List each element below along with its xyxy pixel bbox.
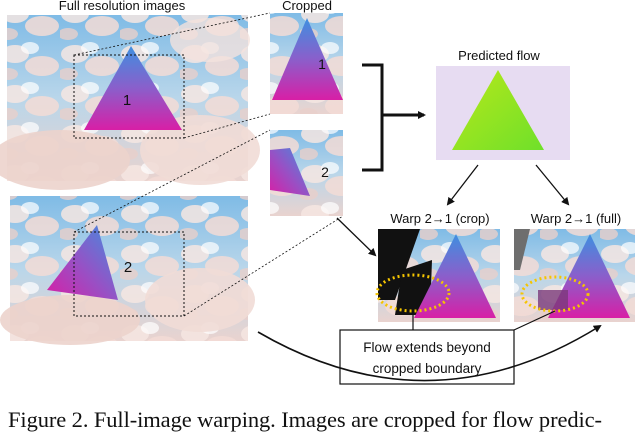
cropped-1-number: 1 — [318, 56, 326, 72]
arrow-crop2-to-warp — [336, 217, 377, 257]
warp-crop-image — [375, 229, 500, 322]
cropped-image-1: 1 — [270, 13, 343, 114]
crop-connector-2b — [183, 215, 344, 317]
crop-connector-2a — [73, 129, 271, 233]
full-image-1: 1 — [0, 15, 260, 190]
warp-full-image — [514, 229, 635, 322]
predicted-flow-image — [436, 66, 570, 160]
callout-line-1: Flow extends beyond — [363, 340, 491, 355]
triangle-2 — [47, 225, 118, 300]
cropped-2-number: 2 — [321, 164, 329, 180]
triangle-2-number: 2 — [124, 259, 132, 276]
triangle-1 — [84, 46, 182, 130]
callout-leader-right — [513, 310, 556, 331]
triangle-1-number: 1 — [123, 92, 131, 109]
predicted-flow-label: Predicted flow — [458, 48, 540, 63]
arrow-to-warp-crop — [446, 164, 479, 206]
full-resolution-label: Full resolution images — [59, 0, 186, 13]
cropped-label: Cropped — [282, 0, 332, 13]
curved-arrow — [257, 324, 602, 382]
crop-connector-1b — [183, 113, 271, 139]
callout-line-2: cropped boundary — [373, 361, 482, 376]
crop-box-1 — [73, 54, 185, 139]
crop-connector-1a — [73, 12, 271, 56]
arrow-to-warp-full — [535, 164, 570, 206]
warp-crop-label: Warp 2→1 (crop) — [390, 211, 489, 226]
full-image-2: 2 — [0, 196, 255, 345]
warp-full-label: Warp 2→1 (full) — [531, 211, 622, 226]
figure-caption: Figure 2. Full-image warping. Images are… — [8, 407, 602, 432]
crop-box-2 — [73, 231, 185, 317]
dotted-ellipse-crop — [375, 273, 451, 313]
merge-bracket — [362, 63, 384, 172]
cropped-image-2: 2 — [270, 130, 343, 216]
